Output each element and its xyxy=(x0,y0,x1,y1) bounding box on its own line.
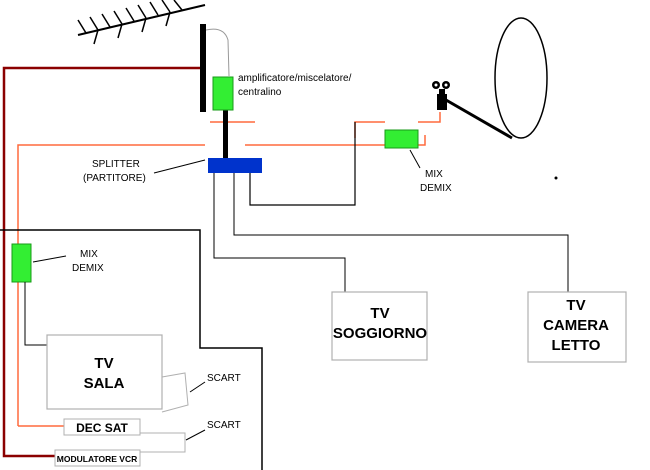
modulatore-vcr-label: MODULATORE VCR xyxy=(57,454,137,464)
splitter-label-2: (PARTITORE) xyxy=(83,173,146,184)
tv-soggiorno-label-1: TV xyxy=(370,305,389,322)
satellite-dish xyxy=(432,17,548,140)
splitter-box xyxy=(208,158,262,173)
mix-demix-right-leader xyxy=(409,149,421,169)
modulatore-vcr-box xyxy=(54,449,141,467)
dec-sat-box xyxy=(63,418,141,436)
antenna-feed-cable xyxy=(205,28,230,77)
tv-camera-letto-box xyxy=(527,291,627,363)
amplifier-label-1: amplificatore/miscelatore/ xyxy=(238,73,352,84)
room-wall-outline xyxy=(0,229,263,470)
amplifier-splitter-link xyxy=(223,110,228,172)
lnb-icon xyxy=(432,81,450,110)
tv-soggiorno-box xyxy=(331,291,428,361)
scart-upper-leader xyxy=(189,381,206,393)
tv-camera-letto-label-3: LETTO xyxy=(552,337,601,354)
mix-demix-left-leader xyxy=(32,255,67,263)
stray-dot xyxy=(554,176,558,180)
mix-demix-left-label-1: MIX xyxy=(80,249,98,260)
terrestrial-antenna xyxy=(77,0,206,112)
tv-camera-letto-label-1: TV xyxy=(566,297,585,314)
tv-soggiorno-label-2: SOGGIORNO xyxy=(333,325,428,342)
mix-to-tv-sala-cable xyxy=(24,282,47,346)
scart-lower-connector xyxy=(140,432,186,453)
splitter-to-camera-cable xyxy=(233,173,569,292)
splitter-to-sat-mix-cable xyxy=(249,122,356,206)
mix-demix-right-label-2: DEMIX xyxy=(420,183,452,194)
tv-sala-box xyxy=(46,334,163,410)
scart-upper-connector xyxy=(161,372,189,413)
amplifier-label-2: centralino xyxy=(238,87,282,98)
mix-demix-left-label-2: DEMIX xyxy=(72,263,104,274)
splitter-label-1: SPLITTER xyxy=(92,159,140,170)
vcr-modulator-cable xyxy=(2,66,200,458)
splitter-label-leader xyxy=(153,159,206,174)
tv-sala-label-2: SALA xyxy=(84,375,125,392)
mix-demix-right-label-1: MIX xyxy=(425,169,443,180)
dec-sat-label: DEC SAT xyxy=(76,421,128,435)
mix-demix-left xyxy=(11,243,32,283)
splitter-to-soggiorno-cable xyxy=(213,173,346,292)
tv-camera-letto-label-2: CAMERA xyxy=(543,317,609,334)
amplifier-box xyxy=(212,76,234,111)
mix-demix-right xyxy=(384,129,419,149)
tv-sala-label-1: TV xyxy=(94,355,113,372)
scart-lower-label: SCART xyxy=(207,420,241,431)
scart-lower-leader xyxy=(185,429,206,441)
rf-cable-main xyxy=(17,135,426,426)
scart-upper-label: SCART xyxy=(207,373,241,384)
